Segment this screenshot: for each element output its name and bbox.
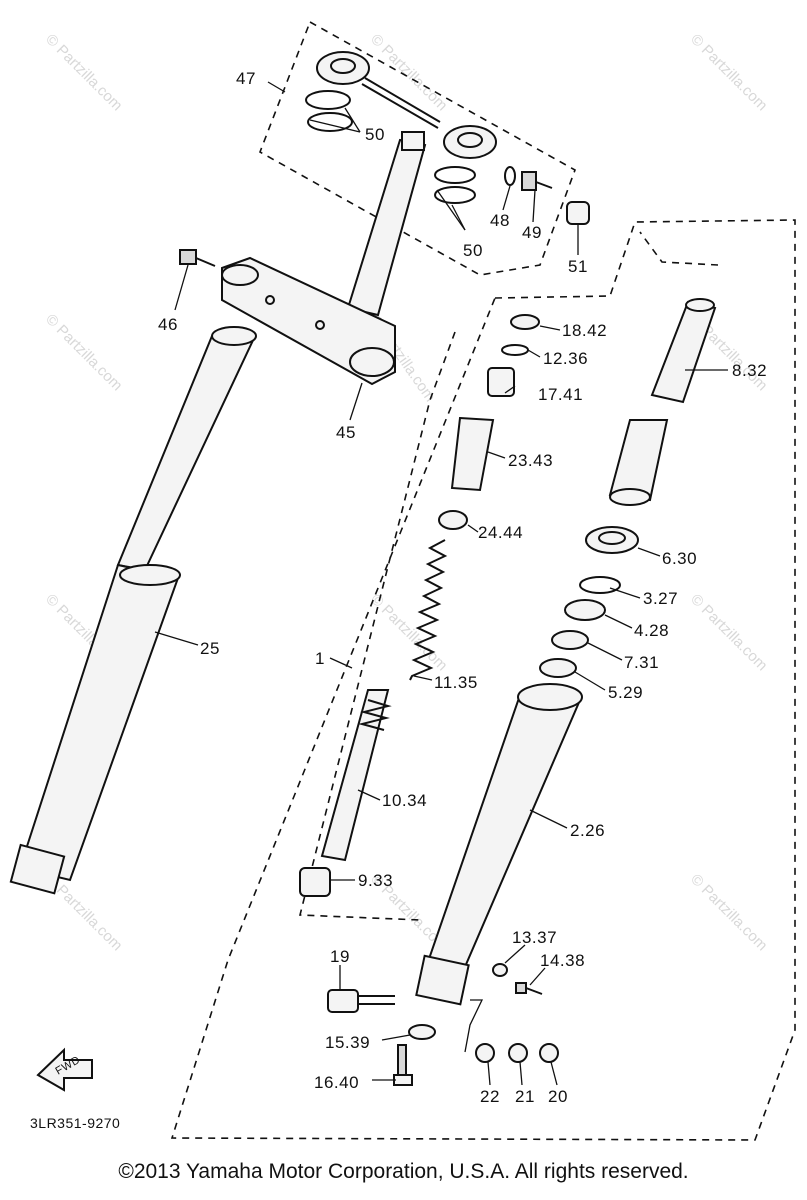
watermark: © Partzilla.com bbox=[42, 311, 125, 394]
callout-25: 25 bbox=[200, 639, 220, 658]
callout-16-40: 16.40 bbox=[314, 1073, 359, 1092]
callout-1: 1 bbox=[315, 649, 325, 668]
group-outline-inner bbox=[298, 331, 456, 921]
callout-5-29: 5.29 bbox=[608, 683, 643, 702]
nuts-20-21-22 bbox=[475, 1043, 559, 1063]
washer-24 bbox=[438, 510, 468, 530]
o-ring-12 bbox=[501, 344, 529, 356]
diagram-code: 3LR351-9270 bbox=[30, 1115, 120, 1131]
callout-6-30: 6.30 bbox=[662, 549, 697, 568]
oil-seal-6 bbox=[585, 526, 639, 554]
callout-19: 19 bbox=[330, 947, 350, 966]
callout-14-38: 14.38 bbox=[540, 951, 585, 970]
outer-tube-2 bbox=[415, 683, 583, 1006]
group-outline-bearing-kit bbox=[259, 20, 576, 276]
under-bracket bbox=[221, 256, 396, 386]
pinch-bolt-46 bbox=[179, 249, 216, 267]
watermark: © Partzilla.com bbox=[367, 31, 450, 114]
watermark: © Partzilla.com bbox=[42, 31, 125, 114]
leader-lines bbox=[154, 81, 728, 1086]
group-outline-damper bbox=[639, 231, 719, 266]
callout-12-36: 12.36 bbox=[543, 349, 588, 368]
damper-rod-10 bbox=[320, 689, 392, 862]
callout-49: 49 bbox=[522, 223, 542, 242]
callout-2-26: 2.26 bbox=[570, 821, 605, 840]
inner-tube-lower bbox=[608, 419, 669, 506]
callout-46: 46 bbox=[158, 315, 178, 334]
spring-11 bbox=[409, 539, 448, 681]
washer-15 bbox=[408, 1024, 436, 1040]
callout-20: 20 bbox=[548, 1087, 568, 1106]
callout-21: 21 bbox=[515, 1087, 535, 1106]
callout-50-lower: 50 bbox=[463, 241, 483, 260]
callout-11-35: 11.35 bbox=[434, 673, 478, 692]
drain-cap-18 bbox=[510, 314, 540, 330]
bearing-race-lower bbox=[434, 166, 476, 204]
callout-48: 48 bbox=[490, 211, 510, 230]
watermark: © Partzilla.com bbox=[687, 871, 770, 954]
callout-17-41: 17.41 bbox=[538, 385, 583, 404]
bearing-race-upper bbox=[305, 90, 353, 132]
axle-bolt-19 bbox=[327, 989, 395, 1013]
group-outline-fork-assembly bbox=[170, 219, 796, 1141]
callout-50-upper: 50 bbox=[365, 125, 385, 144]
oil-lock-piece-9 bbox=[299, 867, 331, 897]
callout-24-44: 24.44 bbox=[478, 523, 523, 542]
copyright-notice: ©2013 Yamaha Motor Corporation, U.S.A. A… bbox=[118, 1160, 689, 1183]
callout-13-37: 13.37 bbox=[512, 928, 557, 947]
callout-51: 51 bbox=[568, 257, 588, 276]
watermark: © Partzilla.com bbox=[687, 591, 770, 674]
spacer-23 bbox=[450, 416, 495, 492]
ring-nut-assembly bbox=[316, 51, 497, 159]
screw-14 bbox=[515, 982, 543, 995]
washer-4 bbox=[564, 599, 606, 621]
callout-18-42: 18.42 bbox=[562, 321, 607, 340]
watermark: © Partzilla.com bbox=[687, 31, 770, 114]
callout-10-34: 10.34 bbox=[382, 791, 427, 810]
clip-3 bbox=[579, 576, 621, 594]
cap-nut-51 bbox=[566, 201, 590, 225]
washer-13 bbox=[492, 963, 508, 977]
left-fork-leg bbox=[9, 326, 257, 895]
callout-45: 45 bbox=[336, 423, 356, 442]
callout-9-33: 9.33 bbox=[358, 871, 393, 890]
callout-47: 47 bbox=[236, 69, 256, 88]
callout-8-32: 8.32 bbox=[732, 361, 767, 380]
adjuster-17 bbox=[487, 367, 515, 397]
steering-stem bbox=[346, 131, 427, 317]
callout-4-28: 4.28 bbox=[634, 621, 669, 640]
callout-22: 22 bbox=[480, 1087, 500, 1106]
callout-labels: 47 50 50 48 49 51 46 45 25 1 18.42 12.36… bbox=[158, 69, 767, 1106]
inner-tube-8 bbox=[650, 298, 717, 404]
screw-49 bbox=[521, 171, 553, 191]
washer-48 bbox=[504, 166, 516, 186]
bushing-7 bbox=[551, 630, 589, 650]
forward-arrow-icon: FWD bbox=[36, 1047, 93, 1092]
callout-3-27: 3.27 bbox=[643, 589, 678, 608]
bolt-16 bbox=[393, 1044, 413, 1086]
callout-7-31: 7.31 bbox=[624, 653, 659, 672]
bushing-5 bbox=[539, 658, 577, 678]
callout-15-39: 15.39 bbox=[325, 1033, 370, 1052]
callout-23-43: 23.43 bbox=[508, 451, 553, 470]
